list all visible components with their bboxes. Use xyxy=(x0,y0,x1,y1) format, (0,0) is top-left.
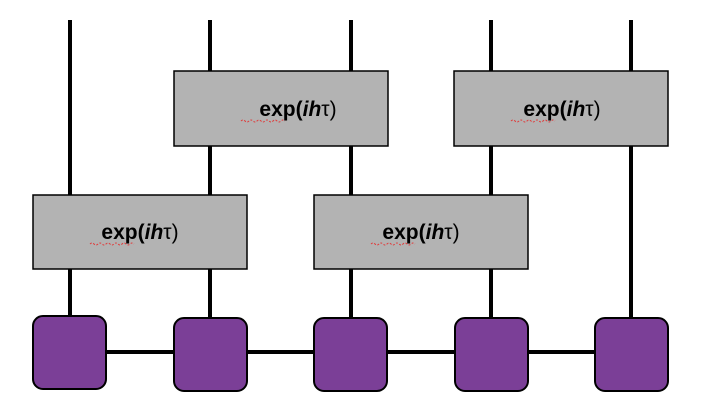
gate-label: exp(ihτ) xyxy=(523,98,600,121)
gate-box xyxy=(453,70,669,147)
gate-lower-1: exp(ihτ) xyxy=(32,194,248,270)
mps-tensor-4 xyxy=(454,317,529,392)
gate-lower-2: exp(ihτ) xyxy=(313,194,529,270)
spellcheck-underline xyxy=(370,242,416,246)
mps-tensor-1 xyxy=(32,315,107,390)
spellcheck-underline xyxy=(510,119,556,123)
spellcheck-underline xyxy=(89,242,135,246)
gate-label: exp(ihτ) xyxy=(101,221,178,244)
gate-upper-1: exp(ihτ) xyxy=(173,70,389,147)
mps-tensor-2 xyxy=(173,317,248,392)
mps-tensor-3 xyxy=(313,317,388,392)
spellcheck-underline xyxy=(240,119,286,123)
gate-box xyxy=(32,194,248,270)
gate-label: exp(ihτ) xyxy=(259,98,336,121)
gate-upper-2: exp(ihτ) xyxy=(453,70,669,147)
gate-box xyxy=(173,70,389,147)
gate-box xyxy=(313,194,529,270)
gate-label: exp(ihτ) xyxy=(382,221,459,244)
mps-tensor-5 xyxy=(594,317,669,392)
